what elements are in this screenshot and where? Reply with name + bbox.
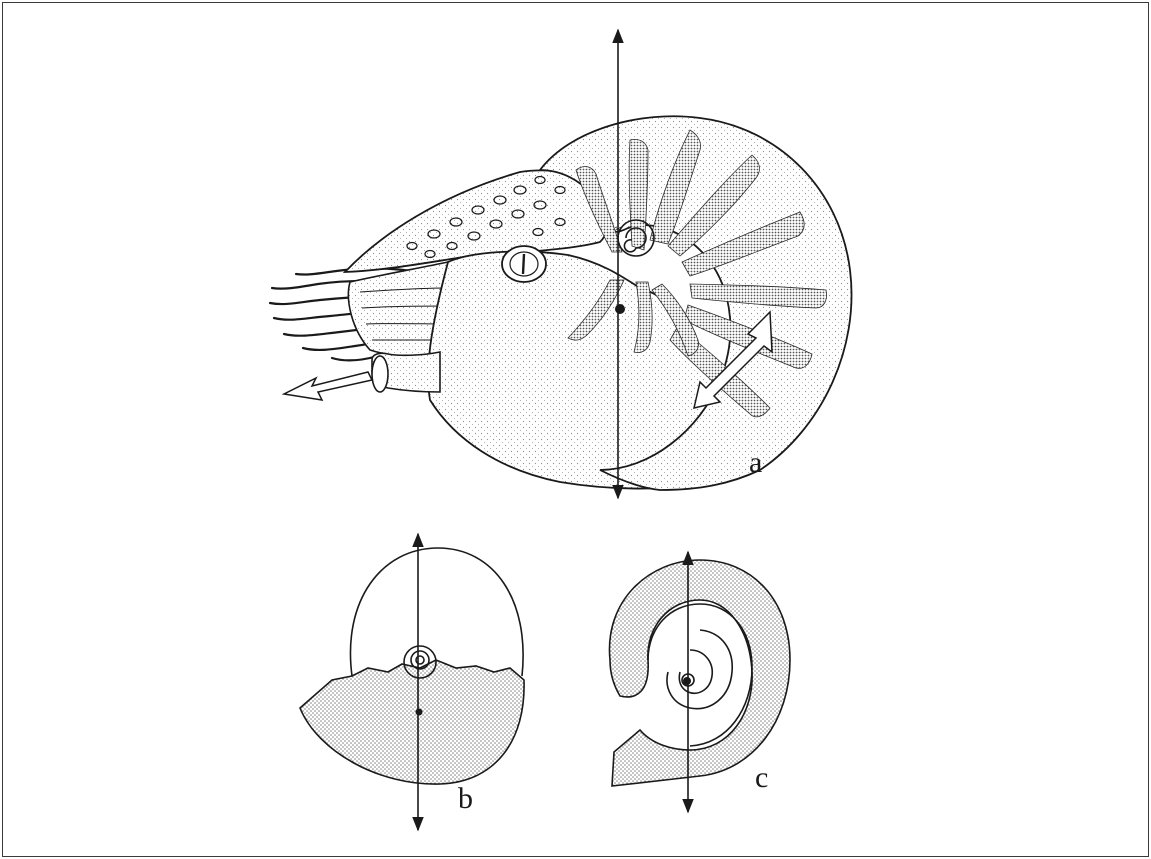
center-of-mass-dot — [615, 304, 625, 314]
center-of-buoyancy-mark: * — [615, 224, 622, 240]
panel-b-shell-outline — [350, 548, 523, 676]
panel-label-c: c — [755, 761, 768, 794]
panel-b-center-dot — [416, 709, 423, 716]
panel-label-b: b — [458, 782, 473, 815]
panel-c-center-dot — [683, 677, 691, 685]
panel-c-filled-whorl — [609, 560, 790, 786]
panel-c-spiral — [648, 604, 752, 746]
panel-a-nautilus: * a — [270, 30, 852, 498]
jet-direction-arrow — [284, 372, 372, 400]
hyponome — [372, 352, 440, 392]
panel-label-a: a — [749, 446, 762, 479]
eye — [502, 246, 546, 282]
panel-b-diagram: b — [300, 534, 524, 830]
panel-c-diagram: c — [609, 552, 790, 812]
panel-b-filled-chamber — [300, 660, 524, 784]
